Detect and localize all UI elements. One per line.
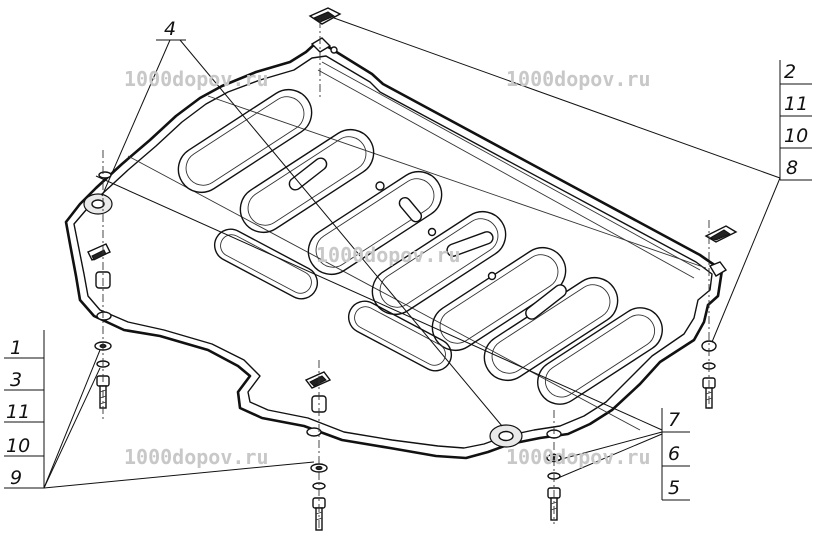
mount-hole-bottom <box>306 427 322 437</box>
rib-5-inner <box>439 254 559 344</box>
callout-bottom-right-3: 5 <box>668 477 680 499</box>
rib-1 <box>177 88 313 194</box>
callout-stack-right: 2 11 10 8 <box>779 60 812 181</box>
rib-2-inner <box>247 136 367 226</box>
axis-lines <box>102 20 710 530</box>
hole-rear <box>330 46 338 54</box>
hole-2 <box>427 227 437 237</box>
callout-left-1: 1 <box>10 337 22 359</box>
callout-stack-bottom-right: 7 6 5 <box>661 408 690 501</box>
skid-plate-inner-edge <box>73 55 713 449</box>
slot-1 <box>288 157 328 191</box>
hole-3 <box>487 271 497 281</box>
callout-right-1: 2 <box>784 61 796 83</box>
watermarks: 1000dopov.ru 1000dopov.ru 1000dopov.ru 1… <box>124 67 651 469</box>
rib-3 <box>307 170 443 276</box>
rib-3-inner <box>315 178 435 268</box>
rib-6 <box>483 276 619 382</box>
leader-lines <box>43 17 781 489</box>
skid-plate-outline <box>64 40 724 460</box>
callout-right-3: 10 <box>784 125 808 147</box>
rear-tab-left <box>310 37 332 53</box>
callout-right-4: 8 <box>786 157 798 179</box>
front-notch <box>98 171 112 179</box>
callout-left-5: 9 <box>10 467 22 489</box>
callout-bottom-right-2: 6 <box>668 443 680 465</box>
clip-bottom <box>304 371 332 389</box>
watermark-top-left: 1000dopov.ru <box>124 67 269 91</box>
rear-tab-right <box>708 261 728 277</box>
bend-line-upper <box>207 95 707 269</box>
rib-2 <box>239 128 375 234</box>
lower-stamping-left <box>213 228 319 300</box>
slot-3 <box>446 231 494 257</box>
watermark-bottom-left: 1000dopov.ru <box>124 445 269 469</box>
clip-right <box>704 225 738 243</box>
callout-bottom-right-1: 7 <box>668 409 680 431</box>
rib-5 <box>431 246 567 352</box>
callout-left-4: 10 <box>6 435 30 457</box>
watermark-bottom-right: 1000dopov.ru <box>506 445 651 469</box>
hardware <box>87 7 738 531</box>
skid-plate <box>64 37 728 460</box>
rib-6-inner <box>491 284 611 374</box>
rib-4 <box>371 210 507 316</box>
boss-bottom-center-hole <box>498 430 514 442</box>
boss-front-left-hole <box>91 199 105 209</box>
lower-stamping-right-inner <box>354 306 446 366</box>
stamped-ribs <box>177 88 663 405</box>
rear-flange-line-2 <box>317 69 695 279</box>
rib-4-inner <box>379 218 499 308</box>
fastener-stack-left <box>94 271 112 409</box>
clip-left <box>87 243 111 261</box>
slot-2 <box>398 196 423 223</box>
mount-hole-left <box>96 311 112 321</box>
callout-left-2: 3 <box>10 369 22 391</box>
watermark-center: 1000dopov.ru <box>316 243 461 267</box>
callout-top-left: 4 <box>164 18 176 40</box>
clip-top <box>308 7 342 25</box>
slot-4 <box>525 284 567 320</box>
rib-7 <box>537 307 663 405</box>
hole-1 <box>375 181 385 191</box>
watermark-top-right: 1000dopov.ru <box>506 67 651 91</box>
rib-7-inner <box>544 314 656 398</box>
rear-tabs <box>310 37 728 277</box>
callout-left-3: 11 <box>6 401 30 423</box>
callout-right-2: 11 <box>784 93 808 115</box>
callout-stack-left: 1 3 11 10 9 <box>4 330 45 489</box>
rib-1-inner <box>185 96 305 186</box>
bend-line-top <box>127 155 641 431</box>
rear-flange-line <box>321 61 701 271</box>
service-slots <box>288 46 567 320</box>
